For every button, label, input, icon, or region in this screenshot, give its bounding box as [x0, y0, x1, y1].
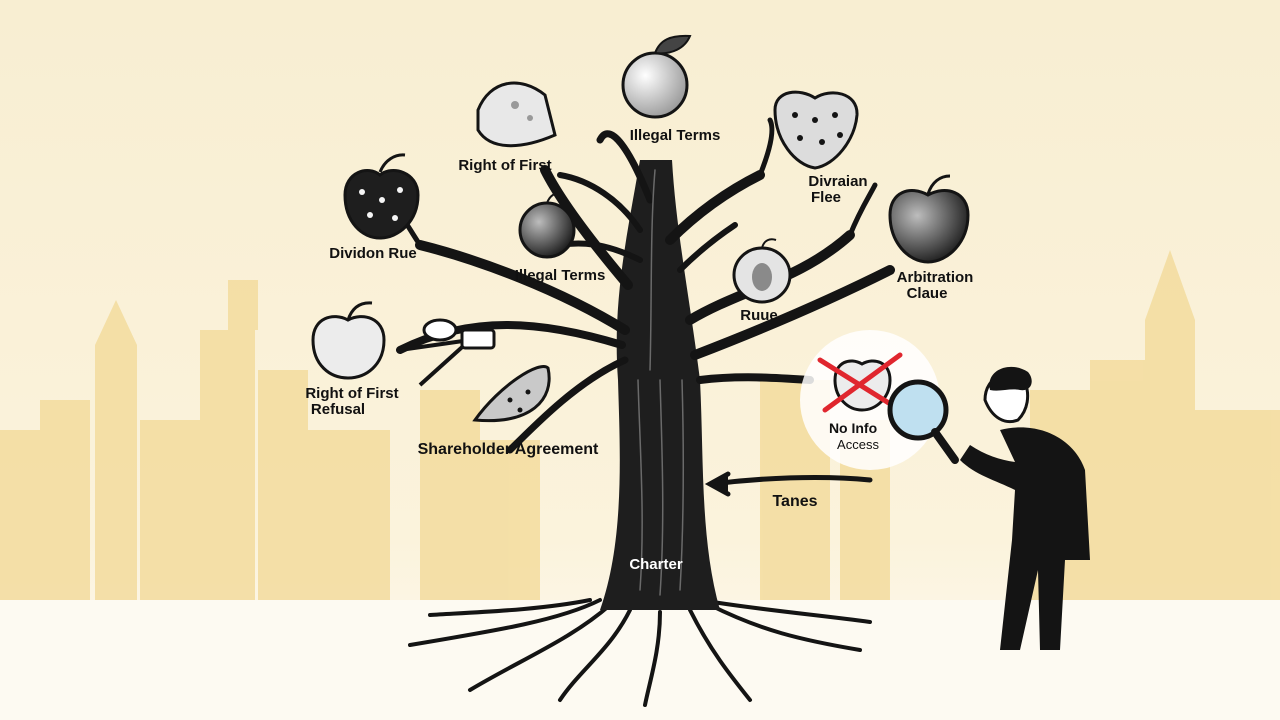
tree-roots — [408, 598, 872, 707]
label-branch: Shareholder Agreement — [418, 441, 599, 458]
strawberry-icon — [773, 90, 859, 170]
label-apple-mid-center: Illegal Terms — [515, 267, 606, 284]
fruit-melon-slice — [472, 365, 551, 423]
apple-icon — [311, 315, 386, 380]
apple-icon — [518, 201, 576, 259]
label-apple-cut-center: Ruue — [740, 307, 778, 324]
label-crossed: No Info Access — [829, 420, 881, 452]
label-apple-top-center: Illegal Terms — [630, 127, 721, 144]
fruit-cheese-top-left — [476, 81, 557, 148]
apple-icon — [621, 51, 689, 119]
cheese-icon — [476, 81, 557, 148]
label-apple-dark-left: Dividon Rue — [329, 245, 417, 262]
fruit-apple-cut-center — [732, 238, 792, 304]
arrow — [704, 471, 873, 497]
label-trunk: Charter — [629, 556, 683, 573]
fruit-apple-dark-left — [343, 153, 420, 240]
fruit-apple-mid-center — [518, 191, 576, 259]
ground — [0, 600, 1280, 720]
scissors-icon — [399, 318, 496, 387]
tree — [396, 117, 895, 707]
melon-slice-icon — [472, 365, 551, 423]
label-cheese-top-left: Right of First — [458, 157, 551, 174]
apple-icon — [888, 189, 970, 264]
fruit-apple-left-low — [311, 301, 386, 380]
fruit-apple-top-center — [621, 34, 692, 119]
investigator-figure — [887, 366, 1090, 650]
label-arrow: Tanes — [772, 493, 817, 510]
fruit-apple-right — [888, 174, 970, 264]
city-skyline — [0, 250, 1280, 610]
fruit-strawberry-top-right — [773, 90, 859, 170]
magnifying-glass-icon — [887, 379, 959, 464]
